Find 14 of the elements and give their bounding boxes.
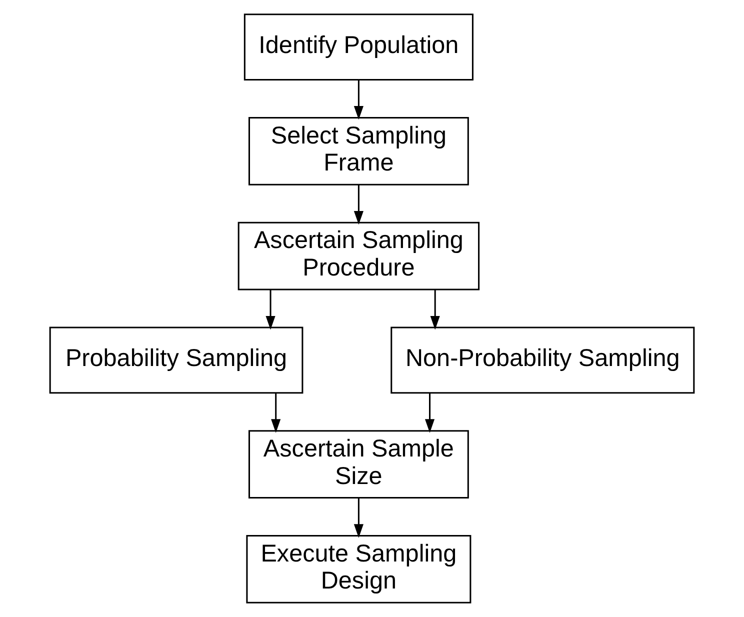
arrow	[430, 290, 440, 330]
arrow	[266, 290, 276, 330]
arrow	[354, 184, 364, 225]
node-box: Non-Probability Sampling	[390, 326, 695, 394]
node-box: Ascertain Sample Size	[248, 430, 469, 499]
arrow	[354, 80, 364, 120]
node-box: Execute Sampling Design	[246, 535, 472, 604]
arrow	[354, 498, 364, 538]
node-box: Ascertain Sampling Procedure	[238, 222, 480, 290]
arrow	[424, 393, 435, 433]
arrow	[271, 393, 281, 433]
node-box: Select Sampling Frame	[248, 116, 469, 186]
node-box: Identify Population	[244, 14, 474, 80]
node-box: Probability Sampling	[49, 326, 304, 394]
